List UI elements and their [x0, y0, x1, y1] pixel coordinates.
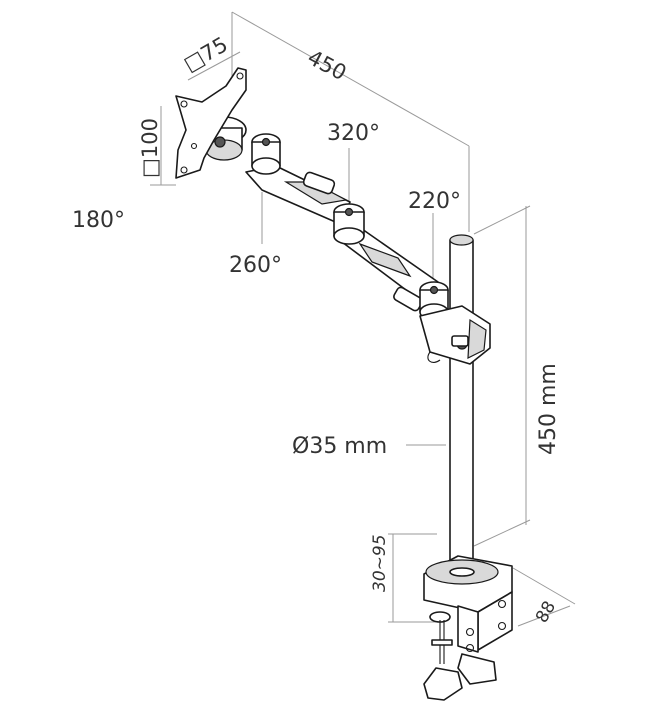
vesa-75-label: □75	[180, 32, 232, 76]
pole	[449, 234, 474, 577]
vesa-100-label: □100	[138, 118, 162, 178]
rotation-180-label: 180°	[72, 208, 125, 233]
clamp-range-label: 30~95	[370, 534, 390, 592]
vesa-plate	[175, 67, 247, 179]
rotation-260-label: 260°	[229, 253, 282, 278]
rotation-320-label: 320°	[327, 121, 380, 146]
pole-height-label: 450 mm	[536, 363, 561, 455]
desk-clamp	[423, 555, 513, 701]
arm-length-label: 450	[304, 45, 351, 85]
pole-diameter-label: Ø35 mm	[292, 434, 387, 459]
clamp-depth-label: 88	[532, 598, 560, 627]
joints	[201, 116, 491, 365]
rotation-220-label: 220°	[408, 189, 461, 214]
dimension-lines	[150, 11, 576, 627]
